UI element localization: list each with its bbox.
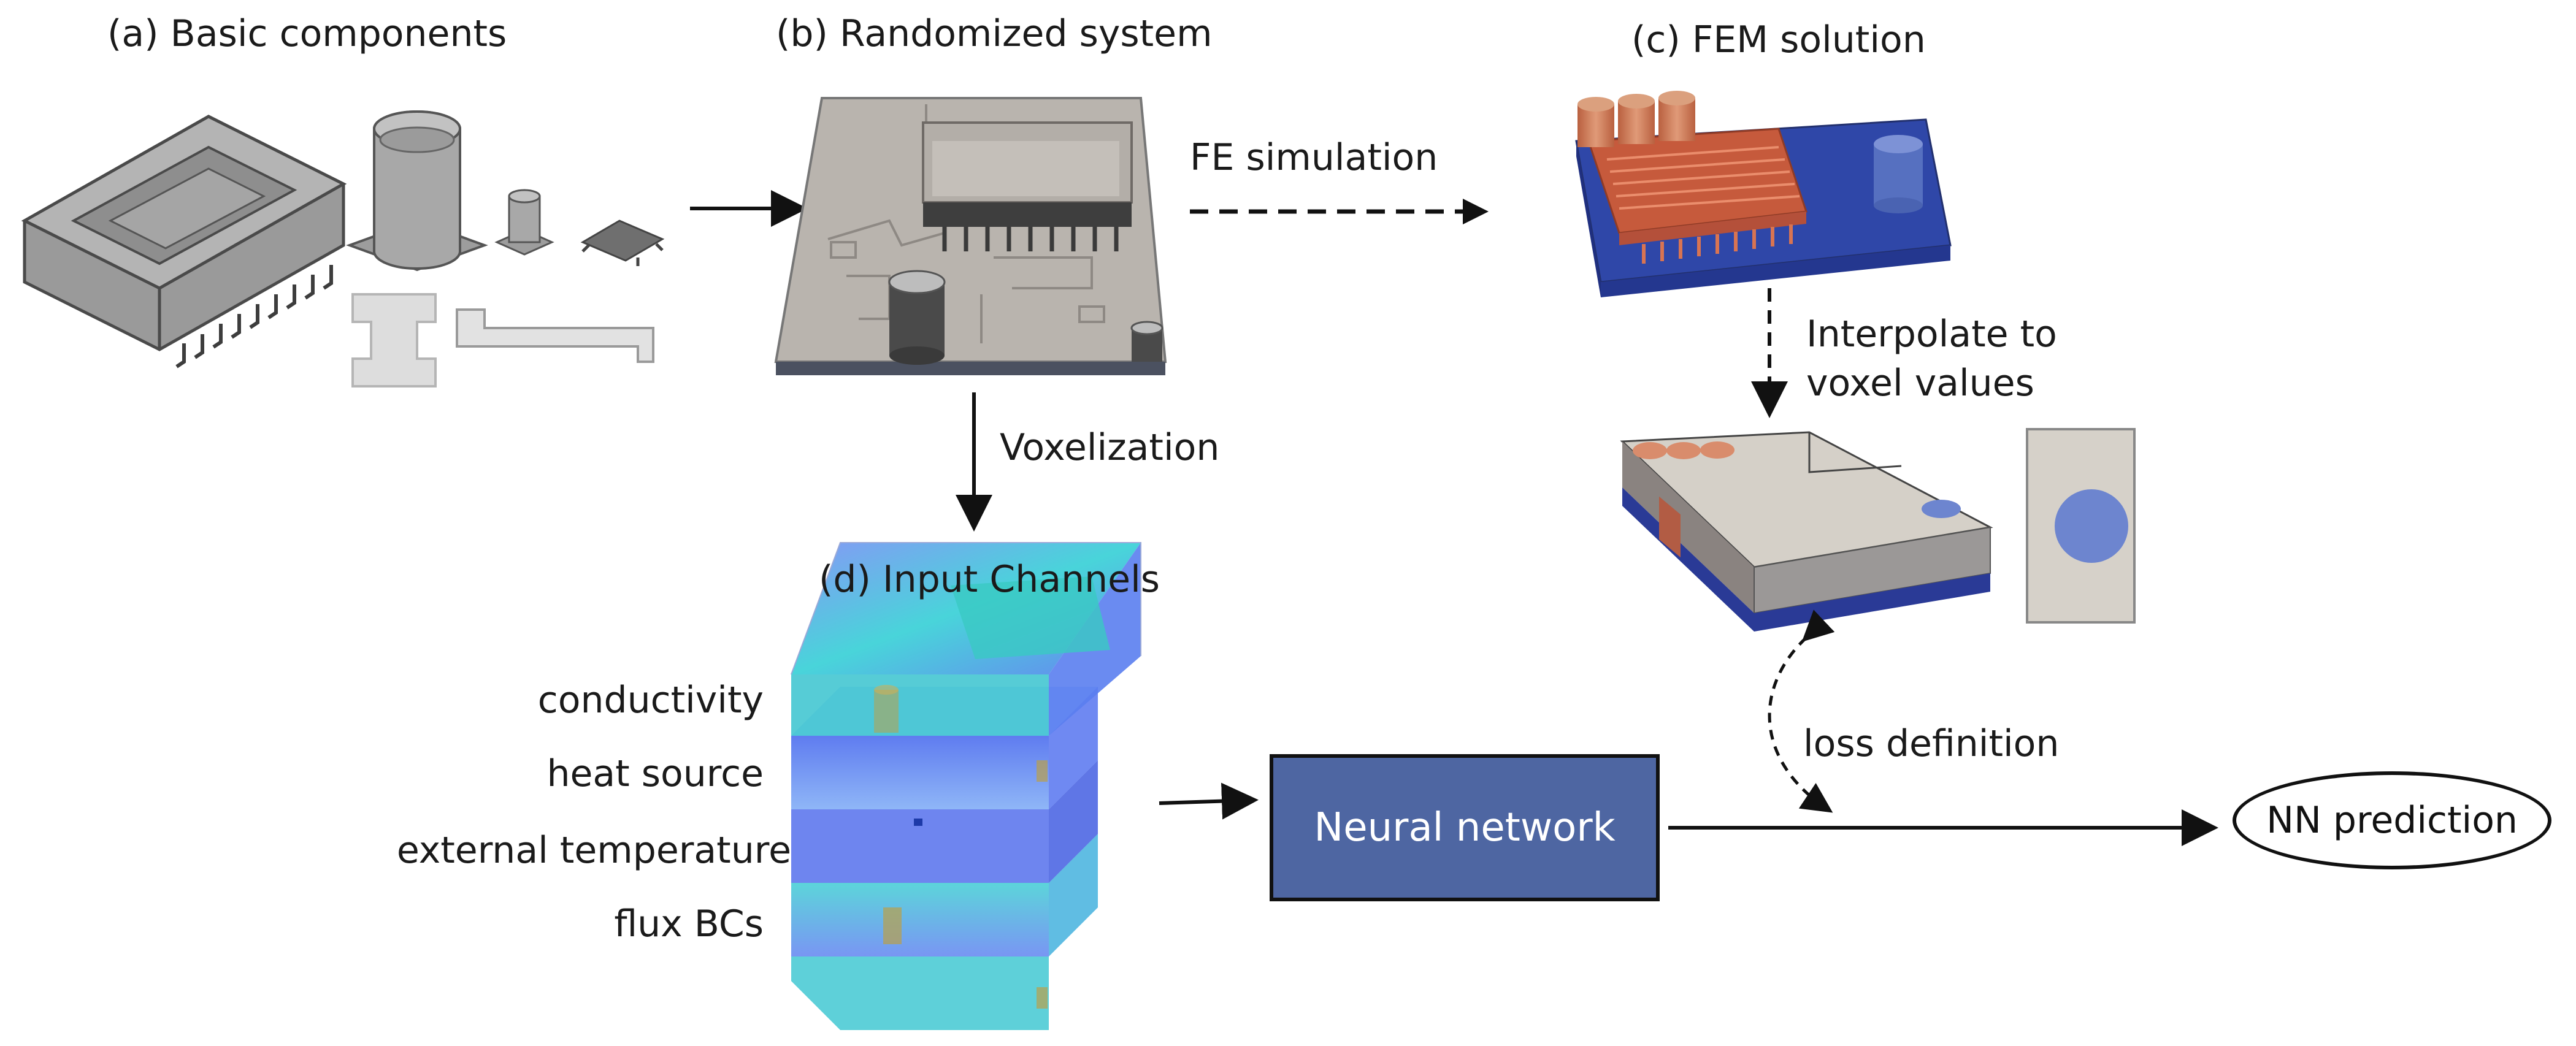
channel-label-external-temperature: external temperature <box>396 829 791 872</box>
capacitor-large <box>346 110 488 272</box>
small-chip <box>580 220 665 266</box>
i-shaped-pad <box>351 293 437 387</box>
channel-label-conductivity: conductivity <box>537 679 764 722</box>
capacitor-small <box>494 189 554 256</box>
neural-network-label: Neural network <box>1314 805 1616 850</box>
main-chip <box>922 121 1133 251</box>
label-fe-simulation: FE simulation <box>1190 136 1438 179</box>
voxel-slice <box>2026 428 2136 624</box>
nn-prediction-label: NN prediction <box>2266 799 2518 842</box>
basic-components <box>21 110 665 387</box>
channel-label-flux-bcs: flux BCs <box>614 903 764 945</box>
label-voxelization: Voxelization <box>1000 426 1220 469</box>
panel-title-fem-solution: (c) FEM solution <box>1631 18 1926 61</box>
layer-conductivity <box>791 542 1141 736</box>
panel-title-basic-components: (a) Basic components <box>107 12 507 55</box>
panel-title-randomized-system: (b) Randomized system <box>776 12 1213 55</box>
label-interpolate-line1: Interpolate to <box>1806 313 2057 356</box>
arrow-to-network <box>1159 782 1259 820</box>
channel-label-heat-source: heat source <box>546 752 764 795</box>
board-small-capacitor <box>1130 321 1163 362</box>
neural-network-box: Neural network <box>1270 754 1660 901</box>
fem-cylinders <box>1577 91 1695 147</box>
input-channel-stack <box>791 542 1141 1030</box>
randomized-system-board <box>774 97 1167 375</box>
board-capacitor <box>888 270 946 365</box>
panel-title-input-channels: (d) Input Channels <box>819 558 1160 601</box>
label-loss-definition: loss definition <box>1803 722 2060 765</box>
label-interpolate-line2: voxel values <box>1806 362 2034 405</box>
l-shaped-trace <box>456 308 654 363</box>
voxel-result-block <box>1620 431 1993 632</box>
connector-housing <box>21 115 347 368</box>
fem-blue-capacitor <box>1874 135 1923 213</box>
fem-solution-board <box>1575 91 1952 297</box>
nn-prediction-ellipse: NN prediction <box>2233 771 2551 869</box>
